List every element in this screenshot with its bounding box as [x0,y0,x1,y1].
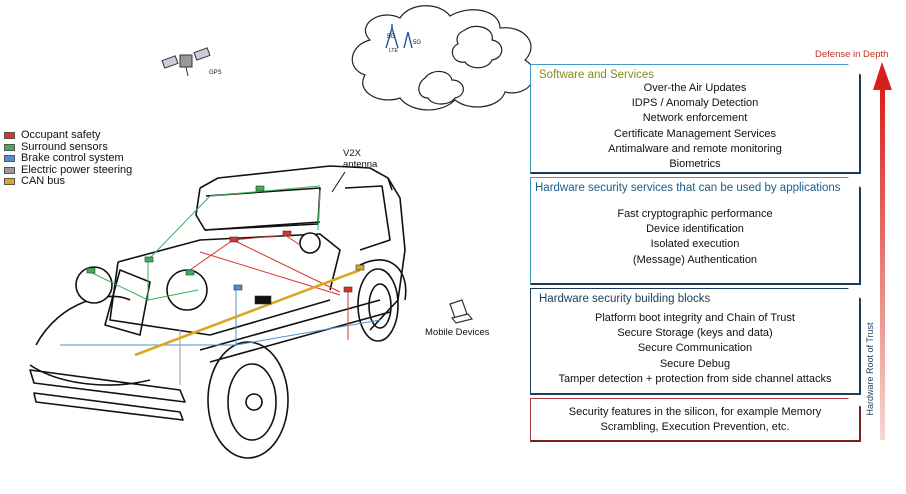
legend-label: Occupant safety [21,129,101,141]
cloud-label-5g-b: 5G [413,40,422,46]
satellite-icon [161,47,211,77]
layer-silicon-features: Security features in the silicon, for ex… [530,398,861,442]
layer-item: IDPS / Anomaly Detection [631,97,759,110]
wiring-surround-sensors [89,185,321,301]
defense-in-depth-label: Defense in Depth [815,49,889,60]
legend-item-power-steering: Electric power steering [4,163,133,177]
layer-hardware-services: Hardware security services that can be u… [530,177,861,285]
layer-software-services: Software and Services Over-the Air Updat… [530,64,861,174]
gps-label: GPS [209,70,222,76]
wheel-front-icon [207,341,289,459]
wheel-rear-icon [357,268,399,342]
layer-title: Hardware security building blocks [539,293,711,305]
layer-item: Certificate Management Services [613,127,776,140]
layer-item: Biometrics [669,158,721,171]
cell-tower-icon [385,24,413,49]
layer-item: Device identification [646,223,744,236]
layer-item: Tamper detection + protection from side … [558,372,832,385]
layer-hardware-building-blocks: Hardware security building blocks Platfo… [530,288,861,395]
headlight-icon [75,232,321,311]
legend-label: CAN bus [21,175,66,187]
legend-item-brake-control: Brake control system [4,152,132,165]
layer-item: Secure Debug [659,357,731,370]
layer-item: Secure Storage (keys and data) [617,327,773,340]
legend: Occupant safety Surround sensors Brake c… [4,129,133,188]
ecu-markers [86,185,365,305]
legend-item-occupant-safety: Occupant safety [4,129,132,142]
cloud-icon [351,5,535,111]
laptop-icon [449,299,474,324]
layer-items: Security features in the silicon, for ex… [531,405,859,435]
layer-item: (Message) Authentication [632,253,758,266]
layer-items: Over-the Air Updates IDPS / Anomaly Dete… [531,81,859,172]
cloud-label-5g-a: 5G [387,34,396,40]
layer-item: Scrambling, Execution Prevention, etc. [600,421,790,434]
v2x-pointer [331,171,346,193]
layer-item: Secure Communication [637,342,753,355]
defense-arrow [873,62,892,440]
layer-title: Software and Services [539,69,655,81]
legend-item-surround-sensors: Surround sensors [4,140,132,154]
layer-item: Antimalware and remote monitoring [608,142,782,155]
layer-item: Network enforcement [642,112,748,125]
mobile-devices-label: Mobile Devices [425,327,490,338]
hardware-root-of-trust-label: Hardware Root of Trust [865,322,875,416]
layer-title: Hardware security services that can be u… [535,182,841,194]
v2x-antenna-label: V2X antenna [343,148,378,170]
legend-swatch [4,132,15,140]
legend-swatch [4,166,15,174]
wiring-brake [60,290,381,346]
legend-swatch [4,178,15,186]
layer-item: Security features in the silicon, for ex… [568,406,822,418]
legend-label: Electric power steering [21,163,133,176]
layer-item: Over-the Air Updates [643,82,747,94]
legend-label: Brake control system [21,152,124,164]
legend-item-can-bus: CAN bus [4,175,132,188]
cloud-label-lte: LTE [389,48,398,54]
layer-items: Fast cryptographic performance Device id… [531,207,859,268]
layer-item: Isolated execution [650,238,740,251]
layer-items: Platform boot integrity and Chain of Tru… [531,311,859,387]
layer-item: Platform boot integrity and Chain of Tru… [595,312,795,324]
layer-item: Fast cryptographic performance [617,208,773,220]
legend-label: Surround sensors [21,140,108,153]
legend-swatch [4,155,15,163]
legend-swatch [4,143,15,151]
wiring-can-bus [134,268,361,357]
